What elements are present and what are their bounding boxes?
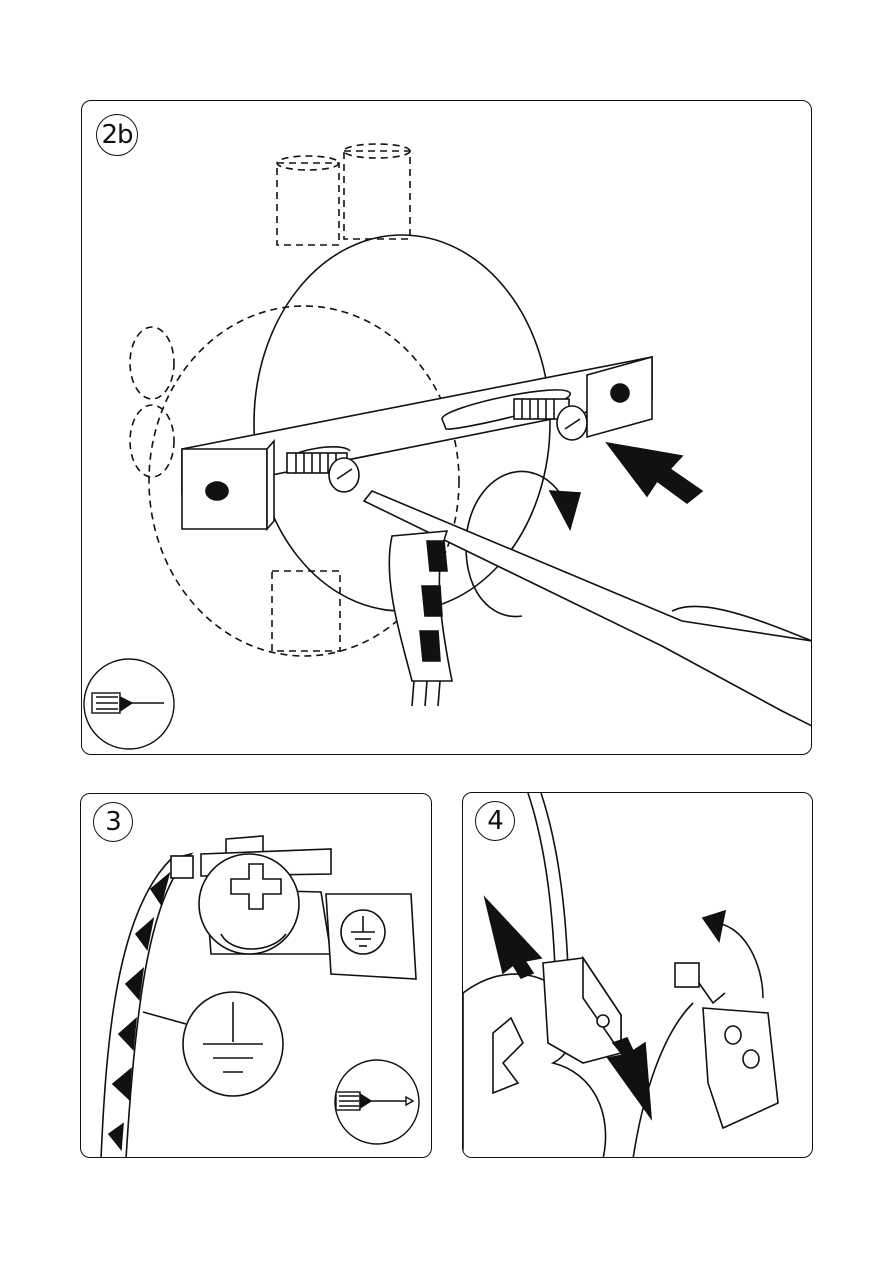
bracket-screw-left: [287, 453, 359, 492]
step-2b-panel: 2b: [81, 100, 812, 755]
earth-cable: [101, 854, 193, 1158]
mounting-bracket: [182, 357, 652, 529]
step-3-illustration: [81, 794, 432, 1158]
push-arrow-top: [485, 898, 541, 978]
phillips-screwdriver-icon: [335, 1060, 419, 1144]
terminal-connector-held: [543, 958, 621, 1063]
step-3-panel: 3: [80, 793, 432, 1158]
push-arrow: [607, 443, 702, 503]
step-badge-2b: 2b: [96, 114, 138, 156]
cable-top: [528, 793, 555, 968]
step-4-illustration: [463, 793, 813, 1158]
step-2b-illustration: [82, 101, 812, 755]
step-badge-3: 3: [93, 802, 133, 842]
rotate-arrow-4: [703, 911, 763, 998]
striped-cable: [389, 531, 452, 706]
terminal-connector-open: [633, 963, 778, 1158]
step-4-panel: 4: [462, 792, 813, 1158]
earth-terminal: [199, 836, 416, 979]
step-badge-4: 4: [475, 801, 515, 841]
earth-ground-icon: [183, 992, 283, 1096]
